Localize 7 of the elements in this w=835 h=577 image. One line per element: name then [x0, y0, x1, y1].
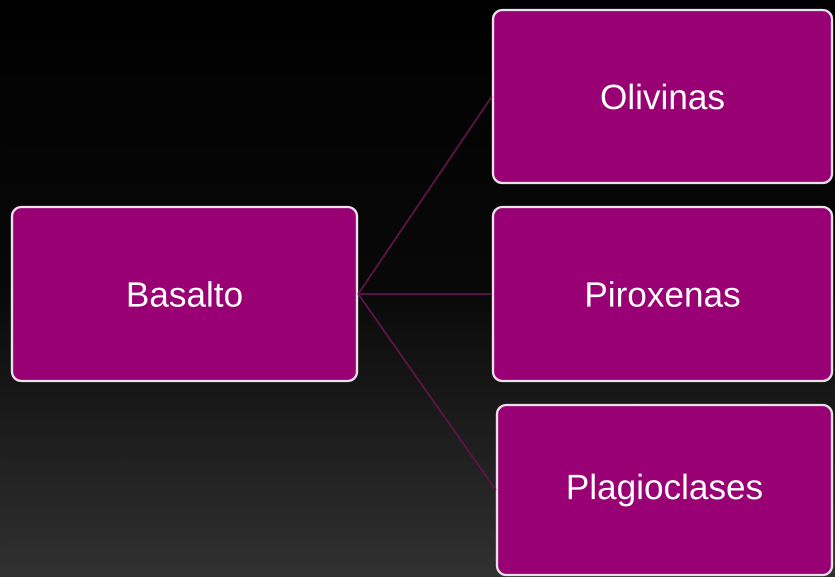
process-box: Piroxenas — [492, 206, 834, 382]
process-box: Olivinas — [492, 8, 834, 184]
connector-line — [357, 96, 493, 295]
connector-line — [358, 293, 492, 295]
process-box: Basalto — [10, 206, 358, 382]
process-box: Plagioclases — [496, 404, 834, 576]
connector-line — [357, 293, 497, 491]
